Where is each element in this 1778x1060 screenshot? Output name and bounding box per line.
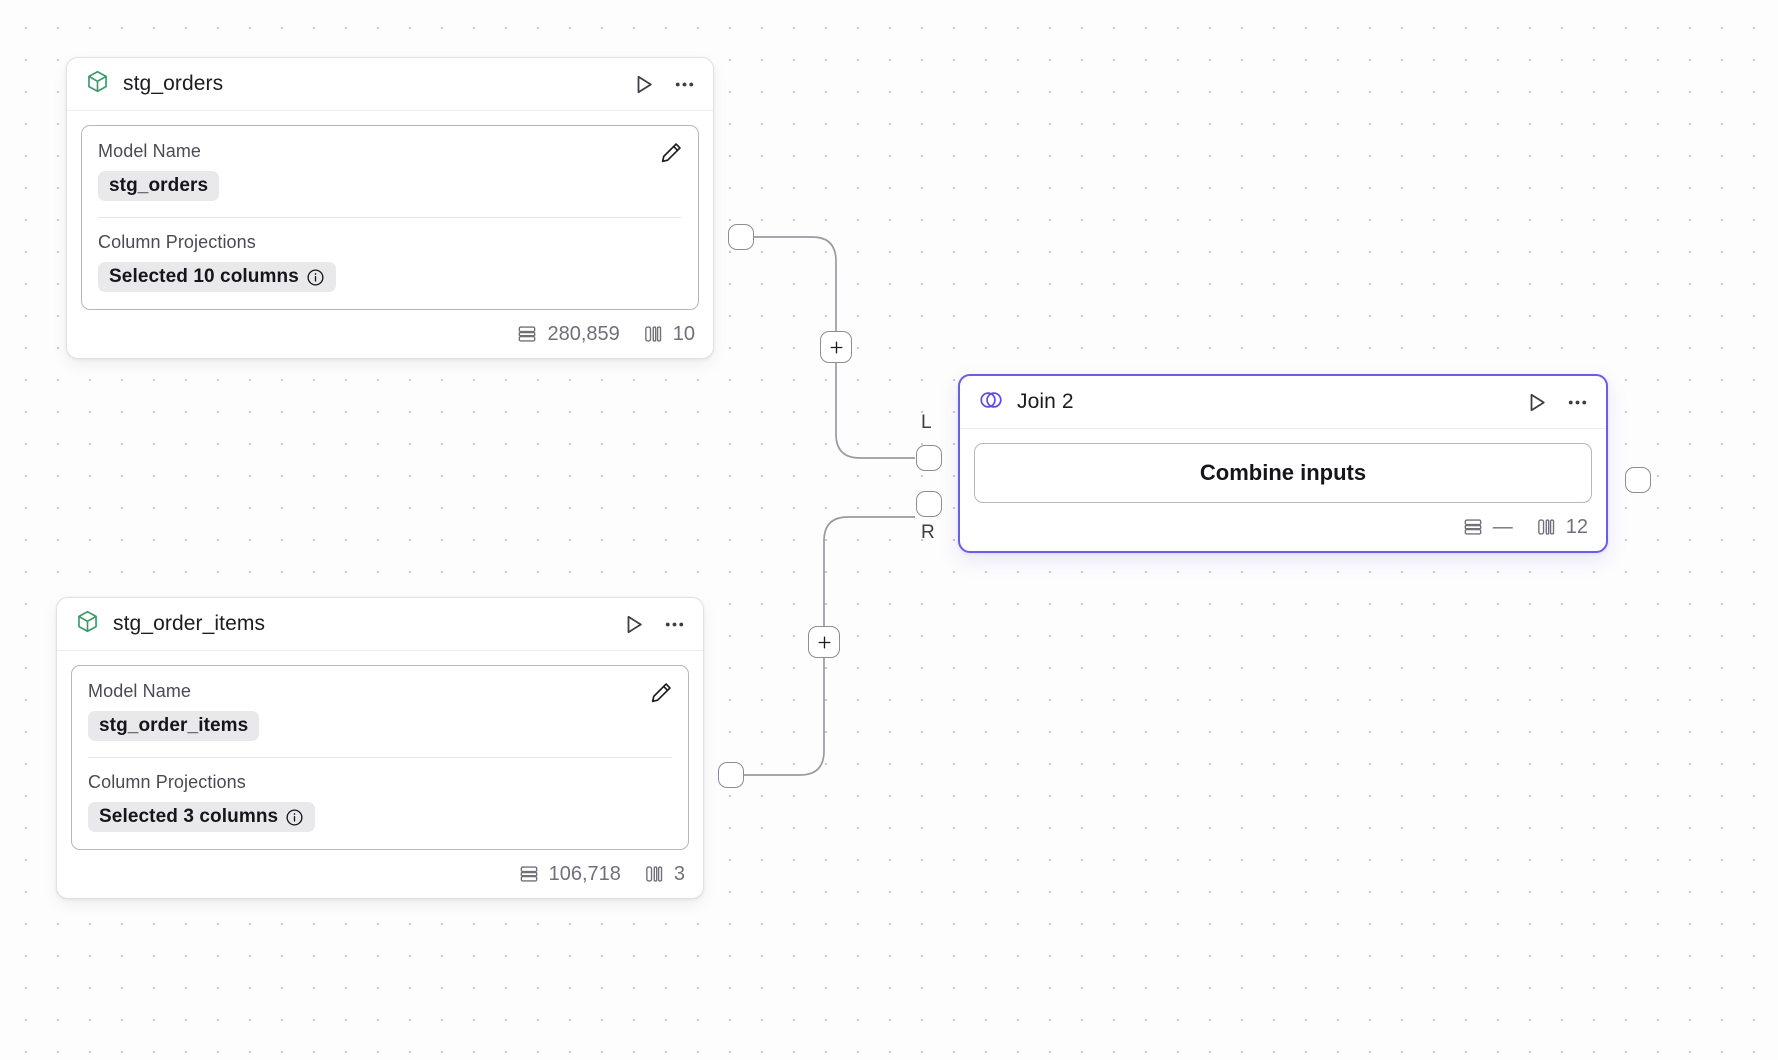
info-icon[interactable] (285, 808, 304, 827)
edit-pencil-icon[interactable] (649, 680, 674, 705)
venn-join-icon (978, 387, 1004, 418)
info-icon[interactable] (306, 268, 325, 287)
plus-icon (818, 636, 830, 648)
rows-icon (516, 323, 538, 345)
node-body: Combine inputs (960, 429, 1606, 503)
node-body: Model Name stg_order_items Column Projec… (57, 651, 703, 850)
node-header: stg_order_items (57, 598, 703, 651)
columns-icon (1535, 516, 1557, 538)
column-count-value: 12 (1565, 515, 1588, 538)
column-projections-value[interactable]: Selected 3 columns (88, 802, 316, 832)
column-projections-text: Selected 10 columns (109, 266, 299, 287)
node-join-2[interactable]: Join 2 Combine inputs (958, 374, 1608, 553)
column-count-stat: 10 (642, 323, 695, 346)
model-name-value[interactable]: stg_order_items (88, 711, 260, 741)
header-actions (621, 612, 687, 637)
right-input-port-label: R (921, 522, 935, 543)
add-node-on-edge-top[interactable] (820, 331, 852, 363)
cube-icon (85, 69, 110, 99)
node-title: stg_order_items (113, 612, 266, 635)
row-count-stat: 106,718 (518, 863, 621, 886)
column-count-stat: 3 (643, 863, 685, 886)
node-stg-order-items[interactable]: stg_order_items (56, 597, 704, 899)
node-header: stg_orders (67, 58, 713, 111)
node-body: Model Name stg_orders Column Projections… (67, 111, 713, 310)
model-name-value[interactable]: stg_orders (98, 171, 220, 201)
node-header: Join 2 (960, 376, 1606, 429)
divider (88, 757, 672, 758)
row-count-value: — (1492, 515, 1513, 538)
plus-icon (830, 341, 842, 353)
combine-inputs-button[interactable]: Combine inputs (974, 443, 1592, 503)
more-options-icon[interactable] (1565, 390, 1590, 415)
node-footer: 106,718 3 (57, 850, 703, 898)
columns-icon (643, 863, 665, 885)
rows-icon (1462, 516, 1484, 538)
more-options-icon[interactable] (672, 72, 697, 97)
output-port-stg-order-items[interactable] (718, 762, 744, 788)
column-count-value: 3 (673, 862, 685, 885)
column-projections-label: Column Projections (88, 772, 246, 792)
row-count-stat: 280,859 (516, 322, 620, 346)
node-footer: 280,859 10 (67, 310, 713, 358)
header-actions (1524, 390, 1590, 415)
divider (98, 217, 682, 218)
model-name-label: Model Name (98, 141, 202, 161)
columns-icon (642, 323, 664, 345)
cube-icon (75, 609, 100, 639)
more-options-icon[interactable] (662, 612, 687, 637)
rows-icon (518, 863, 540, 885)
edit-pencil-icon[interactable] (659, 140, 684, 165)
row-count-stat: — (1462, 516, 1513, 539)
run-icon[interactable] (1524, 390, 1549, 415)
left-input-port[interactable] (916, 445, 942, 471)
column-projections-text: Selected 3 columns (99, 806, 279, 827)
run-icon[interactable] (621, 612, 646, 637)
row-count-value: 280,859 (547, 322, 620, 345)
column-count-value: 10 (672, 322, 695, 345)
header-actions (631, 72, 697, 97)
model-config-box: Model Name stg_order_items Column Projec… (71, 665, 689, 850)
column-projections-value[interactable]: Selected 10 columns (98, 262, 336, 292)
node-title: Join 2 (1017, 390, 1074, 413)
output-port-stg-orders[interactable] (728, 224, 754, 250)
right-input-port[interactable] (916, 491, 942, 517)
column-projections-label: Column Projections (98, 232, 256, 252)
column-count-stat: 12 (1535, 516, 1588, 539)
run-icon[interactable] (631, 72, 656, 97)
model-name-label: Model Name (88, 681, 192, 701)
output-port-join-2[interactable] (1625, 467, 1651, 493)
model-config-box: Model Name stg_orders Column Projections… (81, 125, 699, 310)
add-node-on-edge-bottom[interactable] (808, 626, 840, 658)
node-title: stg_orders (123, 72, 224, 95)
row-count-value: 106,718 (548, 862, 621, 885)
node-stg-orders[interactable]: stg_orders (66, 57, 714, 359)
node-footer: — 12 (960, 503, 1606, 551)
left-input-port-label: L (921, 412, 932, 433)
